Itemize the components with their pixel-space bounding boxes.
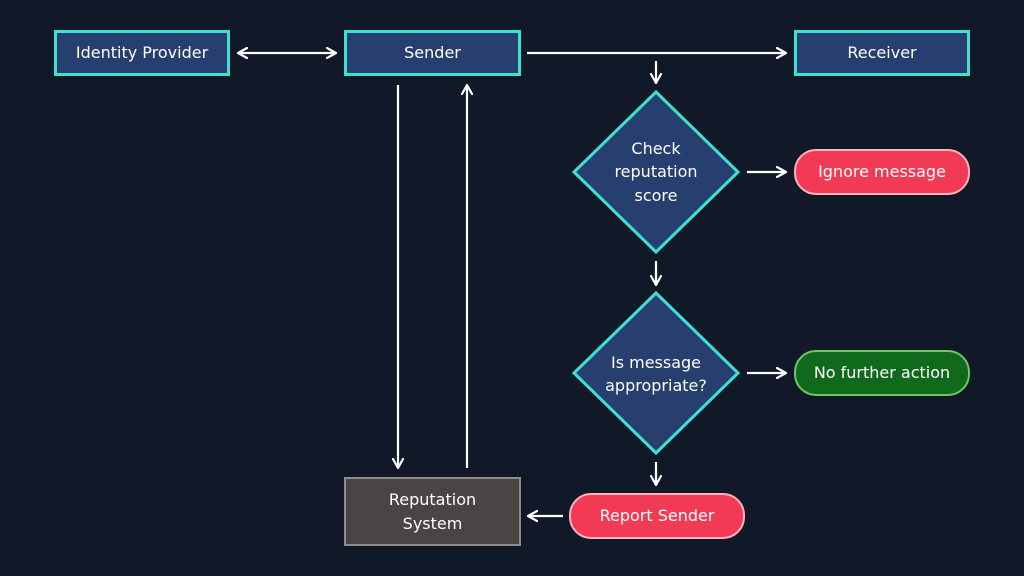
check-reputation-text: Check reputation score — [606, 130, 706, 214]
is-appropriate-text: Is message appropriate? — [598, 345, 714, 403]
no-further-action-label: No further action — [813, 363, 951, 383]
no-further-action-terminal: No further action — [794, 350, 970, 396]
check-reputation-label: Check reputation score — [614, 139, 698, 205]
report-sender-label: Report Sender — [599, 506, 715, 526]
receiver-label: Receiver — [847, 43, 917, 63]
ignore-message-terminal: Ignore message — [794, 149, 970, 195]
reputation-system-box: Reputation System — [344, 477, 521, 546]
receiver-box: Receiver — [794, 30, 970, 76]
reputation-system-label: Reputation System — [388, 490, 477, 533]
ignore-message-label: Ignore message — [818, 162, 946, 182]
sender-box: Sender — [344, 30, 521, 76]
check-reputation-diamond — [571, 89, 741, 255]
identity-provider-label: Identity Provider — [75, 43, 209, 63]
sender-label: Sender — [404, 43, 461, 63]
is-appropriate-label: Is message appropriate? — [605, 352, 707, 395]
identity-provider-box: Identity Provider — [54, 30, 230, 76]
is-appropriate-diamond — [571, 290, 741, 456]
report-sender-terminal: Report Sender — [569, 493, 745, 539]
